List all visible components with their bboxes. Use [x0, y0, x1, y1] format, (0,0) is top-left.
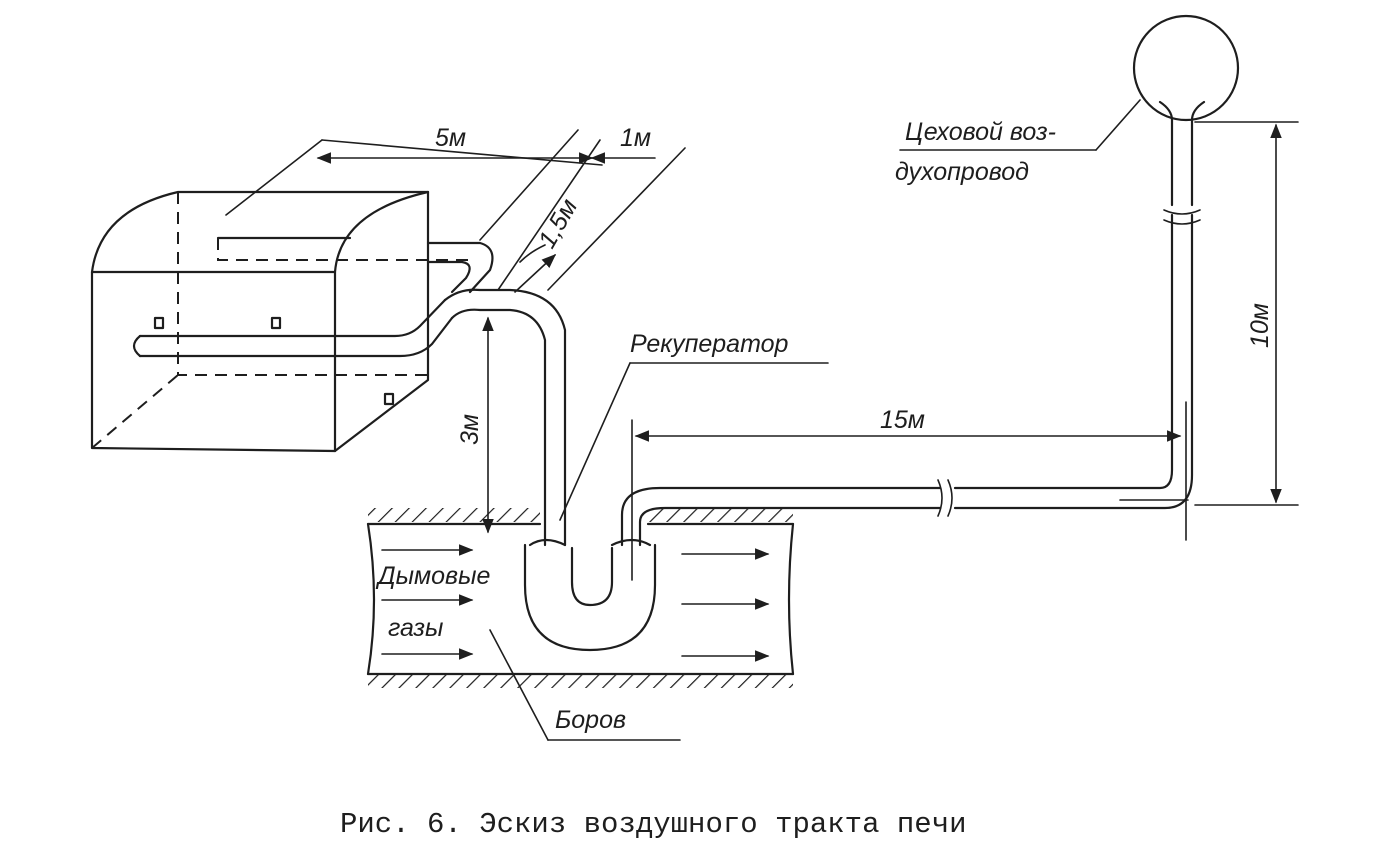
flue-gas-flow-arrows: [381, 544, 770, 662]
leader-lines: [489, 99, 1141, 741]
dim-3m-label: 3м: [456, 414, 484, 445]
dim-5m-label: 5м: [435, 124, 466, 152]
flue-gases-label-line1: Дымовые: [375, 562, 490, 590]
recuperator-u-tube: [523, 419, 657, 652]
furnace-hood: [216, 139, 470, 261]
dimension-lines-main: [634, 121, 1299, 506]
furnace-box: [90, 190, 430, 453]
air-pipe-to-main: [620, 14, 1240, 547]
flue-gases-label-line2: газы: [388, 614, 443, 642]
dim-1-5m-label: 1,5м: [533, 194, 583, 253]
air-main-label-line1: Цеховой воз-: [905, 118, 1056, 146]
air-main-label-line2: духопровод: [895, 158, 1029, 186]
recuperator-label: Рекуператор: [630, 330, 789, 358]
dimension-lines-upper: [316, 129, 686, 293]
flue-duct: [366, 508, 795, 688]
air-pipe-furnace: [132, 241, 567, 547]
flue-duct-label: Боров: [555, 706, 626, 734]
dim-10m-label: 10м: [1246, 303, 1274, 348]
dim-1m-label: 1м: [620, 124, 651, 152]
dim-15m-label: 15м: [880, 406, 925, 434]
figure-caption: Рис. 6. Эскиз воздушного тракта печи: [340, 808, 967, 841]
